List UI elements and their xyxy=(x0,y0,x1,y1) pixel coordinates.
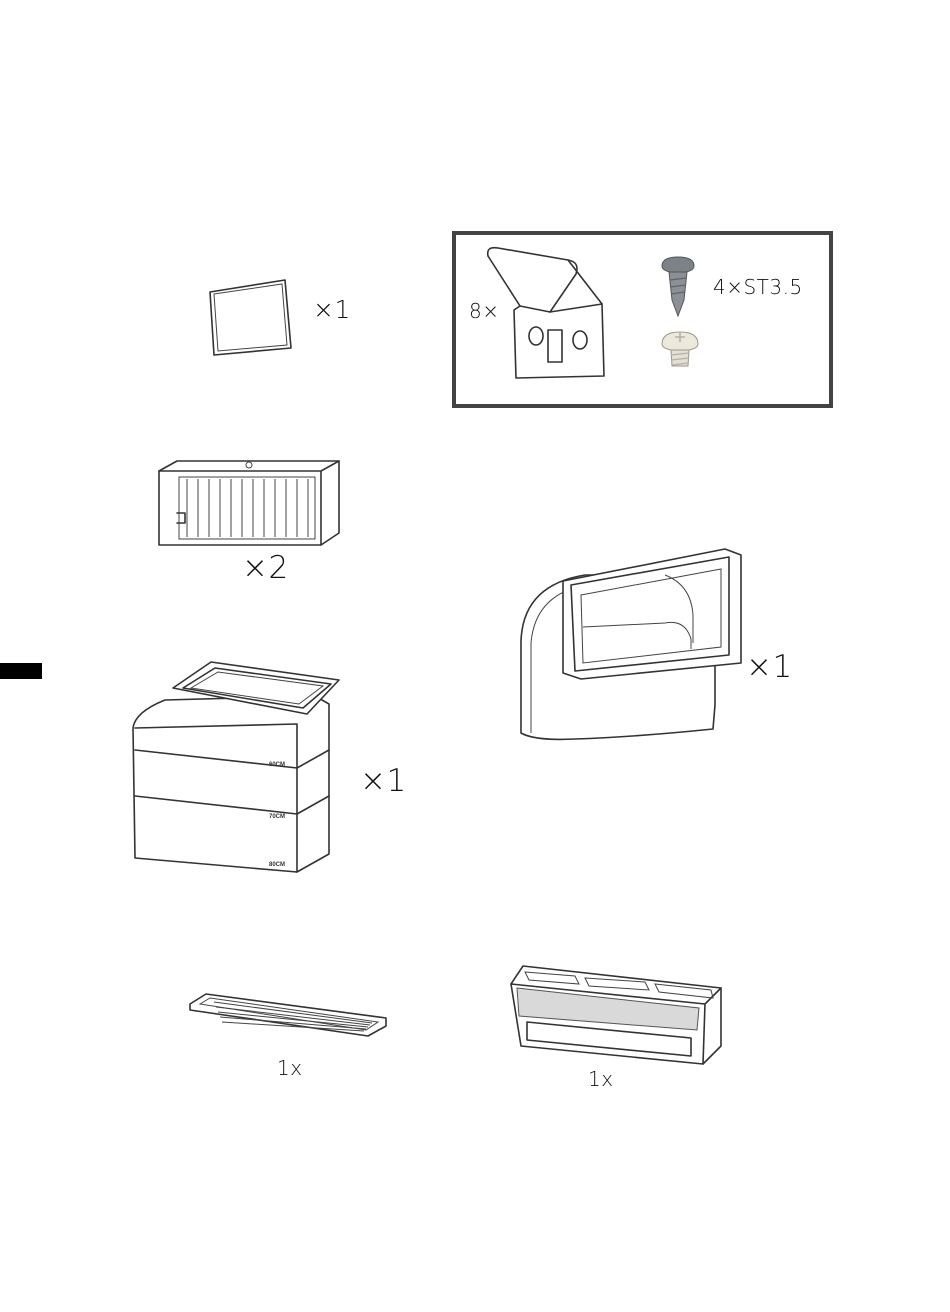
elbow-duct-quantity: ×1 xyxy=(746,649,793,685)
gasket-frame-icon xyxy=(205,278,295,358)
gasket-quantity: ×1 xyxy=(313,295,351,324)
round-head-screw-icon xyxy=(659,330,701,370)
chimney-cover-icon: 60CM 70CM 80CM xyxy=(125,658,350,876)
chimney-mark-70: 70CM xyxy=(269,814,285,820)
carbon-filter-quantity: 1x xyxy=(588,1067,614,1091)
chimney-mark-80: 80CM xyxy=(269,862,285,868)
section-tab-marker xyxy=(0,663,42,679)
vent-grille-icon xyxy=(186,990,394,1040)
grease-filter-quantity: ×2 xyxy=(242,550,289,586)
chimney-quantity: ×1 xyxy=(360,763,407,799)
grease-filter-icon xyxy=(155,457,345,552)
mounting-bracket-icon xyxy=(484,244,606,384)
carbon-filter-icon xyxy=(505,960,730,1070)
elbow-duct-icon xyxy=(515,545,745,745)
self-tapping-screw-icon xyxy=(658,256,698,318)
vent-grille-quantity: 1x xyxy=(277,1056,303,1080)
screw-quantity: 4×ST3.5 xyxy=(713,275,803,299)
chimney-mark-60: 60CM xyxy=(269,762,285,768)
